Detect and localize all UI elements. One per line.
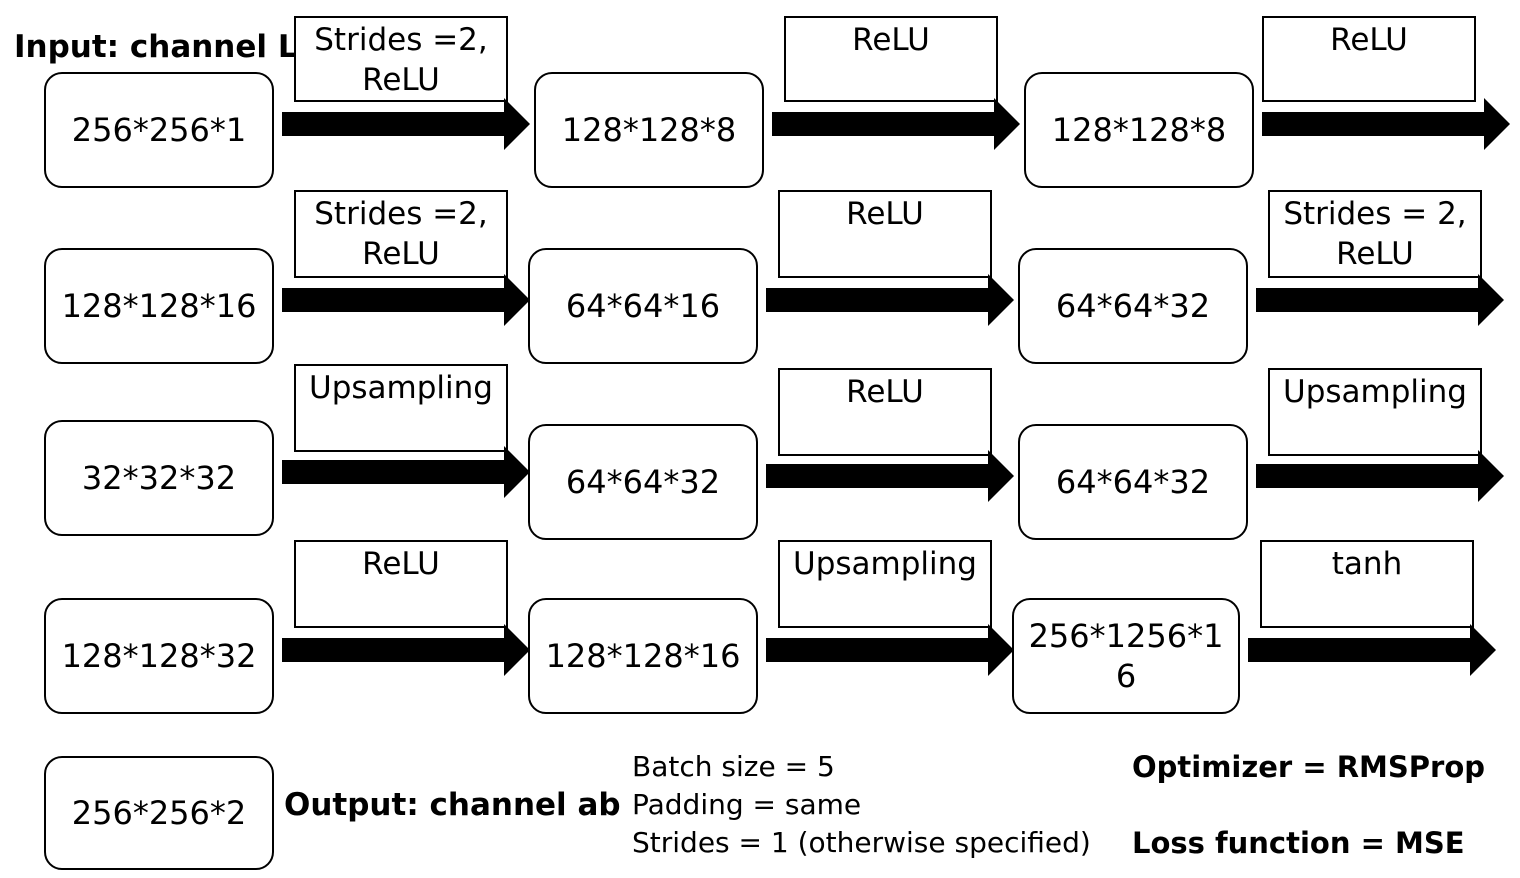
layer-node-input: 256*256*1 — [44, 72, 274, 188]
layer-node: 64*64*32 — [1018, 248, 1248, 364]
flow-arrow — [1256, 274, 1504, 326]
flow-arrow — [1256, 450, 1504, 502]
op-label-relu: ReLU — [778, 190, 992, 278]
output-label: Output: channel ab — [284, 787, 621, 823]
layer-node: 128*128*8 — [1024, 72, 1254, 188]
op-label-upsampling: Upsampling — [778, 540, 992, 628]
op-label-tanh: tanh — [1260, 540, 1474, 628]
layer-node: 128*128*16 — [528, 598, 758, 714]
flow-arrow — [766, 274, 1014, 326]
layer-node: 256*1256*1 6 — [1012, 598, 1240, 714]
layer-node: 64*64*32 — [528, 424, 758, 540]
layer-node: 64*64*32 — [1018, 424, 1248, 540]
op-label-stride-relu: Strides =2, ReLU — [294, 190, 508, 278]
layer-node: 64*64*16 — [528, 248, 758, 364]
flow-arrow — [282, 274, 530, 326]
layer-node: 128*128*32 — [44, 598, 274, 714]
op-label-relu: ReLU — [778, 368, 992, 456]
optimizer-text: Optimizer = RMSProp — [1132, 750, 1486, 784]
op-label-relu: ReLU — [1262, 16, 1476, 102]
flow-arrow — [766, 624, 1014, 676]
op-label-upsampling: Upsampling — [1268, 368, 1482, 456]
layer-node-output: 256*256*2 — [44, 756, 274, 870]
op-label-relu: ReLU — [784, 16, 998, 102]
flow-arrow — [282, 98, 530, 150]
input-label: Input: channel L — [14, 29, 298, 65]
flow-arrow — [766, 450, 1014, 502]
op-label-relu: ReLU — [294, 540, 508, 628]
flow-arrow — [1262, 98, 1510, 150]
flow-arrow — [282, 446, 530, 498]
layer-node: 128*128*8 — [534, 72, 764, 188]
settings-padding: Padding = same — [632, 788, 862, 821]
op-label-upsampling: Upsampling — [294, 364, 508, 452]
flow-arrow — [772, 98, 1020, 150]
loss-function-text: Loss function = MSE — [1132, 826, 1465, 860]
flow-arrow — [1248, 624, 1496, 676]
settings-strides: Strides = 1 (otherwise specified) — [632, 826, 1091, 859]
layer-node: 128*128*16 — [44, 248, 274, 364]
flow-arrow — [282, 624, 530, 676]
op-label-stride-relu: Strides = 2, ReLU — [1268, 190, 1482, 278]
layer-node: 32*32*32 — [44, 420, 274, 536]
op-label-stride-relu: Strides =2, ReLU — [294, 16, 508, 102]
settings-batch-size: Batch size = 5 — [632, 750, 835, 783]
